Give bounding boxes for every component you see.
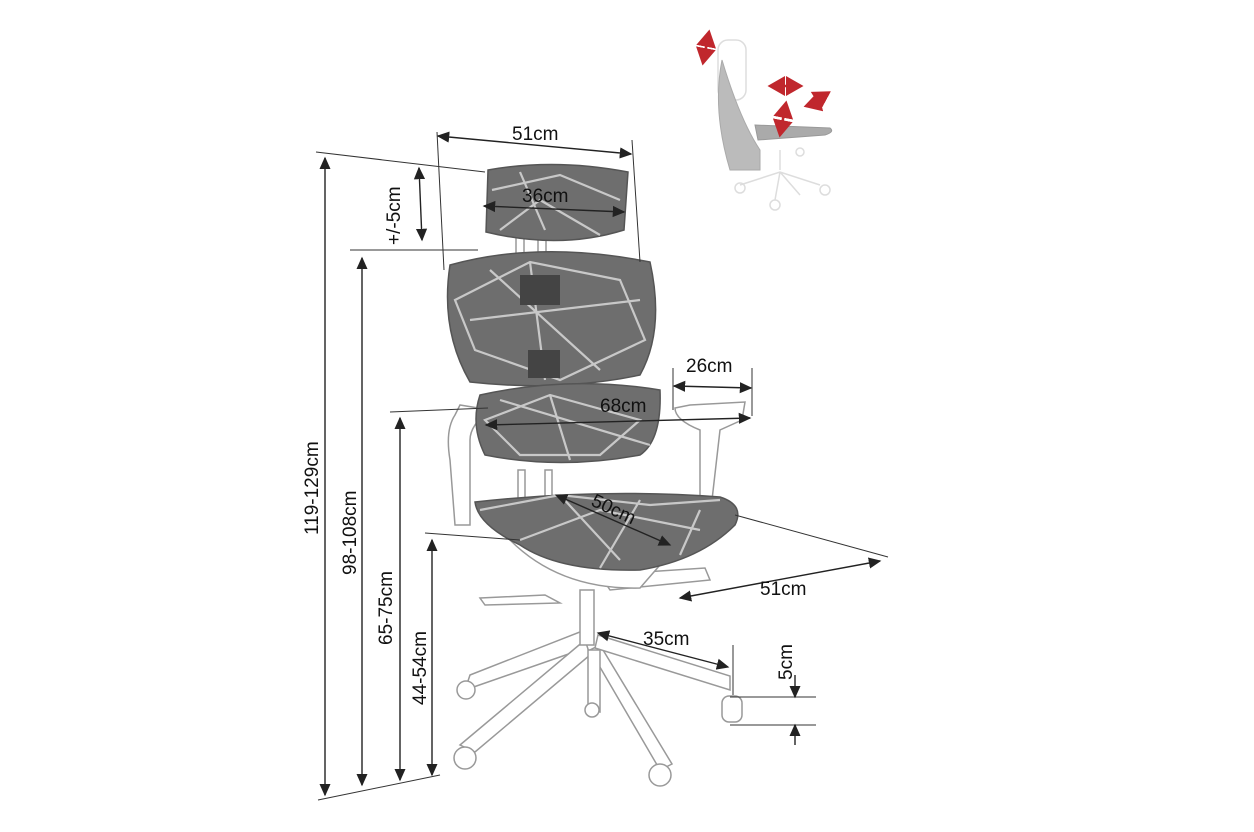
headrest-frame-width-label: 51cm xyxy=(512,124,558,145)
seat-height-label: 44-54cm xyxy=(410,631,431,705)
headrest-width-arrow xyxy=(482,200,626,218)
headrest-width-label: 36cm xyxy=(522,186,568,207)
total-height-label: 119-129cm xyxy=(302,441,323,535)
armrest-width-label: 68cm xyxy=(600,396,646,417)
backrest xyxy=(446,250,657,387)
base-radius-arrow xyxy=(596,630,730,670)
base-radius-label: 35cm xyxy=(643,629,689,650)
wheels xyxy=(453,680,743,787)
armrest-height-arrow xyxy=(772,100,794,138)
headrest-adjust-label: +/-5cm xyxy=(384,186,405,245)
adjustment-inset-illustration xyxy=(696,29,833,211)
wheel-height-label: 5cm xyxy=(776,644,797,680)
armrest-adjust-label: 26cm xyxy=(686,356,732,377)
dimension-labels: 51cm 36cm +/-5cm 119-129cm 98-108cm 65-7… xyxy=(302,124,806,705)
armrest-rotate-arrow xyxy=(803,91,831,112)
armrest-height-label: 65-75cm xyxy=(376,571,397,645)
seat-width-arrow xyxy=(678,557,882,602)
right-armrest xyxy=(674,401,746,501)
armrest-width-arrow xyxy=(484,412,752,431)
seat-depth-arrow xyxy=(554,494,672,546)
armrest-adjust-arrow xyxy=(672,380,753,394)
headrest-adjust-arrow xyxy=(696,29,716,66)
headrest-adjust-dim-arrow xyxy=(413,166,428,242)
seat-width-label: 51cm xyxy=(760,579,806,600)
dimension-lines xyxy=(315,131,889,801)
headrest-frame-width-arrow xyxy=(436,131,633,159)
chair-base xyxy=(453,589,743,787)
gas-cylinder xyxy=(579,589,595,646)
backrest-height-label: 98-108cm xyxy=(340,491,361,576)
chair-illustration xyxy=(446,163,746,787)
